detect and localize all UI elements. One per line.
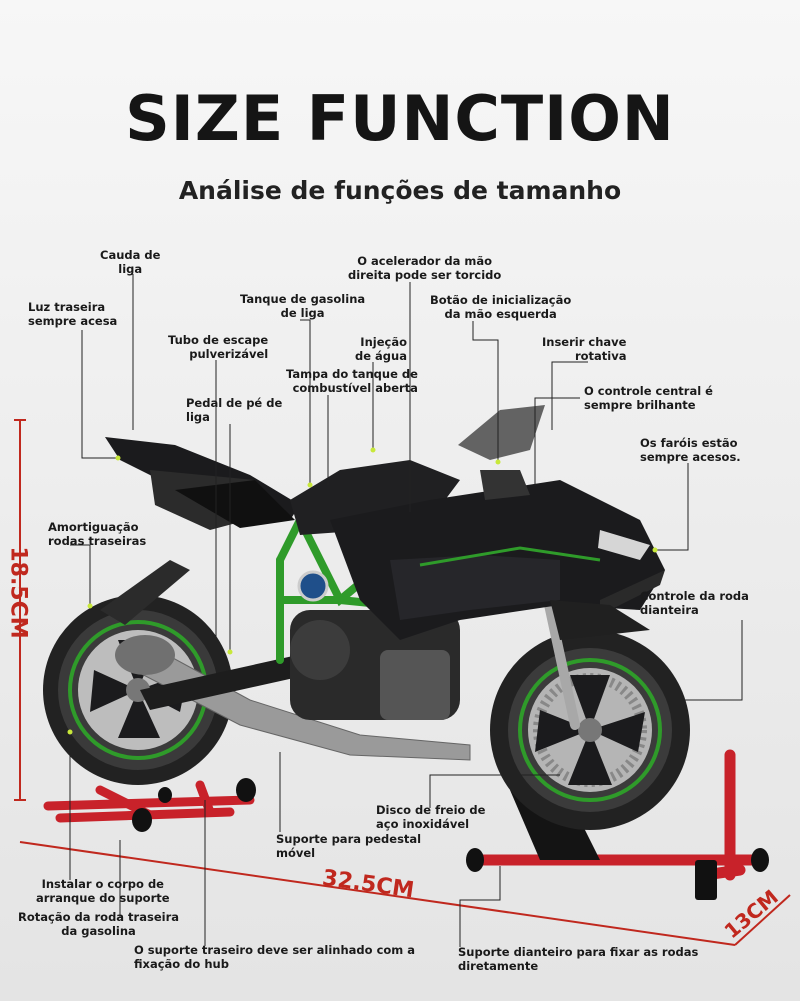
page-title: SIZE FUNCTION [125, 82, 675, 155]
page-subtitle: Análise de funções de tamanho [178, 176, 622, 205]
height-dimension: 18.5CM [5, 546, 31, 639]
callout-lines [69, 274, 743, 947]
rear-stand-wheels [132, 778, 256, 832]
seat [175, 480, 295, 528]
dimension-lines [14, 419, 791, 946]
windscreen [458, 405, 545, 460]
label-suporte-traseiro: O suporte traseiro deve ser alinhado com… [134, 943, 416, 971]
front-wheel [490, 630, 690, 830]
